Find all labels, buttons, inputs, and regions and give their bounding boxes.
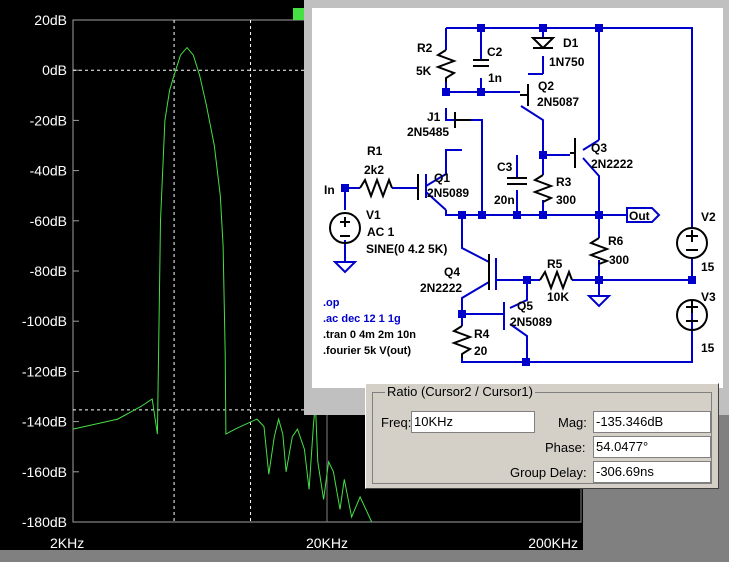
phase-field[interactable]: 54.0477° xyxy=(593,436,711,458)
ratio-title: Ratio (Cursor2 / Cursor1) xyxy=(385,384,535,399)
schematic-components xyxy=(359,37,610,358)
q4-value: 2N2222 xyxy=(420,281,462,295)
r1-zigzag xyxy=(359,177,393,199)
j1-name: J1 xyxy=(427,110,441,124)
r4-name: R4 xyxy=(474,327,490,341)
d1-name: D1 xyxy=(563,36,579,50)
out-port-flag xyxy=(626,207,661,223)
r2-zigzag xyxy=(435,49,457,82)
r3-name: R3 xyxy=(556,175,572,189)
x-tick-label: 2KHz xyxy=(50,535,84,551)
q2-name: Q2 xyxy=(538,79,554,93)
schematic-window: R2 5K C2 1n D1 1N750 Q2 2N5087 J1 2N5485… xyxy=(304,0,729,415)
y-tick-label: 20dB xyxy=(34,12,67,28)
r6-name: R6 xyxy=(608,234,624,248)
v1-name: V1 xyxy=(366,208,381,222)
directive-fourier: .fourier 5k V(out) xyxy=(323,345,411,357)
directive-op: .op xyxy=(323,297,340,309)
r5-zigzag xyxy=(539,269,573,291)
v2-name: V2 xyxy=(701,210,716,224)
y-tick-label: 0dB xyxy=(42,62,67,78)
q2-value: 2N5087 xyxy=(537,95,579,109)
r1-name: R1 xyxy=(367,144,383,158)
plot-bottom-margin xyxy=(0,550,583,562)
c3-value: 20n xyxy=(494,193,515,207)
mag-field[interactable]: -135.346dB xyxy=(593,411,711,433)
r3-zigzag xyxy=(532,174,554,203)
directive-tran: .tran 0 4m 2m 10n xyxy=(323,329,416,341)
out-label: Out xyxy=(629,209,650,223)
x-tick-label: 200KHz xyxy=(528,535,578,551)
y-tick-label: -80dB xyxy=(30,263,67,279)
y-tick-label: -20dB xyxy=(30,112,67,128)
r6-value: 300 xyxy=(609,253,629,267)
c2-name: C2 xyxy=(487,45,503,59)
q3-name: Q3 xyxy=(591,141,607,155)
y-tick-label: -60dB xyxy=(30,213,67,229)
r2-value: 5K xyxy=(416,64,432,78)
group-delay-field[interactable]: -306.69ns xyxy=(593,461,711,483)
y-tick-label: -140dB xyxy=(22,414,67,430)
y-axis-ticks: 20dB 0dB -20dB -40dB -60dB -80dB -100dB -120dB -… xyxy=(22,12,79,530)
in-label: In xyxy=(324,183,335,197)
q4-name: Q4 xyxy=(444,265,460,279)
ratio-group-box: Ratio (Cursor2 / Cursor1) Freq: 10KHz Ma… xyxy=(372,384,712,484)
v2-value: 15 xyxy=(701,260,715,274)
q2-base xyxy=(520,84,529,106)
v3-value: 15 xyxy=(701,341,715,355)
y-tick-label: -120dB xyxy=(22,363,67,379)
mag-label: Mag: xyxy=(558,415,587,430)
phase-label: Phase: xyxy=(545,440,586,455)
q5-name: Q5 xyxy=(517,299,533,313)
y-tick-label: -160dB xyxy=(22,464,67,480)
q1-value: 2N5089 xyxy=(427,186,469,200)
v1-value: AC 1 xyxy=(367,225,395,239)
r5-value: 10K xyxy=(547,290,569,304)
x-tick-label: 20KHz xyxy=(306,535,348,551)
y-tick-label: -100dB xyxy=(22,313,67,329)
cursor-ratio-panel: Ratio (Cursor2 / Cursor1) Freq: 10KHz Ma… xyxy=(365,383,719,489)
d1-diode xyxy=(530,37,556,50)
r1-value: 2k2 xyxy=(364,163,384,177)
v1-sine: SINE(0 4.2 5K) xyxy=(366,242,447,256)
q5-value: 2N5089 xyxy=(510,315,552,329)
schematic-canvas[interactable]: R2 5K C2 1n D1 1N750 Q2 2N5087 J1 2N5485… xyxy=(312,8,723,388)
j1-channel xyxy=(454,112,471,128)
r5-name: R5 xyxy=(547,257,563,271)
c2-plates xyxy=(473,59,489,67)
freq-field[interactable]: 10KHz xyxy=(411,411,535,433)
r4-zigzag xyxy=(451,325,473,358)
r6-zigzag xyxy=(588,237,610,265)
q3-value: 2N2222 xyxy=(591,157,633,171)
c2-value: 1n xyxy=(488,71,502,85)
c3-plates xyxy=(507,177,527,185)
r2-name: R2 xyxy=(417,41,433,55)
c3-name: C3 xyxy=(497,160,513,174)
j1-value: 2N5485 xyxy=(407,125,449,139)
y-tick-label: -40dB xyxy=(30,163,67,179)
r4-value: 20 xyxy=(474,344,488,358)
y-tick-label: -180dB xyxy=(22,514,67,530)
q3-base xyxy=(570,138,576,168)
schematic-grounds xyxy=(332,261,612,308)
x-axis-ticks: 2KHz 20KHz 200KHz xyxy=(50,535,578,551)
freq-label: Freq: xyxy=(381,415,412,430)
q1-name: Q1 xyxy=(434,171,450,185)
schematic-junctions xyxy=(341,24,696,366)
r3-value: 300 xyxy=(556,193,576,207)
v3-name: V3 xyxy=(701,290,716,304)
directive-ac: .ac dec 12 1 1g xyxy=(323,313,401,325)
d1-value: 1N750 xyxy=(549,55,585,69)
magnitude-trace xyxy=(72,46,373,523)
schematic-sources xyxy=(329,212,708,331)
group-delay-label: Group Delay: xyxy=(510,465,587,480)
trace-label-fragment xyxy=(293,8,307,20)
